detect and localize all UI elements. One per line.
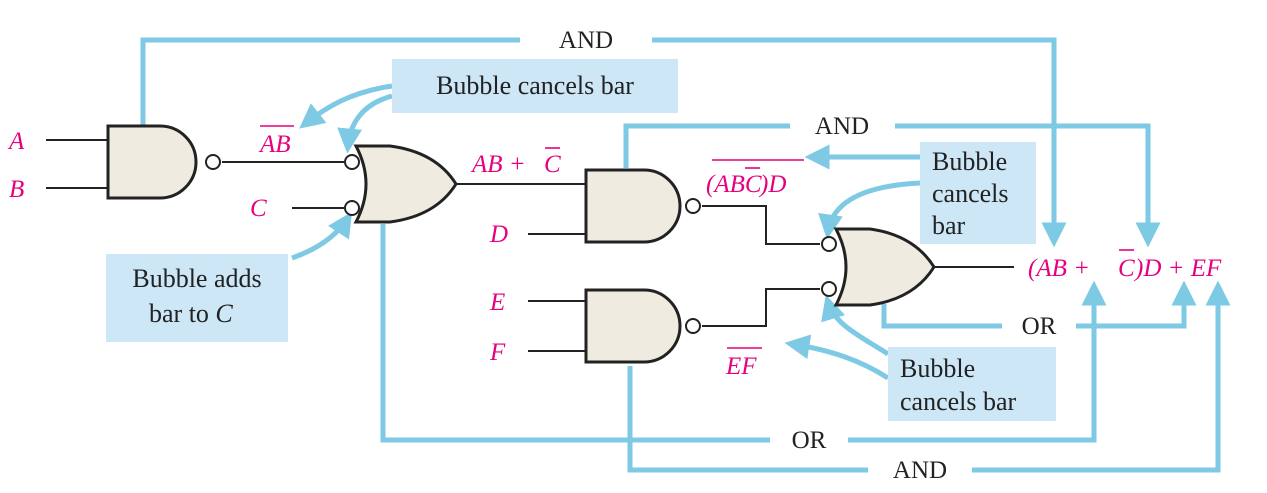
input-label-a: A bbox=[7, 128, 25, 155]
expr-abc-d: )D bbox=[758, 171, 786, 198]
expr-ef-not: EF bbox=[725, 353, 757, 380]
flow-label-bottom-or: OR bbox=[792, 427, 827, 454]
flow-top-and-right bbox=[652, 37, 1067, 248]
or-gate-1-bubble-top bbox=[344, 154, 360, 170]
or-gate-1-bubble-bottom bbox=[344, 200, 360, 216]
callout-left-line-1: Bubble adds bbox=[132, 264, 261, 293]
callout-arrows bbox=[291, 83, 921, 381]
callout-right-line-1: Bubble bbox=[932, 147, 1007, 176]
flow-right-or-right bbox=[1076, 280, 1197, 329]
callout-bottom-arrow-2 bbox=[784, 334, 890, 381]
wire-nand3-out bbox=[702, 288, 820, 327]
callout-right-line-3: bar bbox=[932, 211, 966, 240]
expr-abc-paren: (ABC bbox=[706, 171, 762, 198]
callout-left-line-2-wrap: bar to C bbox=[149, 299, 233, 328]
callout-left-line-2: bar to bbox=[149, 299, 215, 328]
or-gate-1 bbox=[353, 144, 458, 224]
signal-expressions: AB AB + C (ABC )D EF (AB + C )D + EF bbox=[258, 125, 1222, 380]
flow-labels: AND AND OR OR AND bbox=[559, 27, 1057, 484]
expr-c-bar: C bbox=[544, 151, 561, 178]
callout-top: Bubble cancels bar bbox=[392, 59, 678, 113]
flow-label-mid-and: AND bbox=[815, 113, 869, 140]
callouts: Bubble cancels bar Bubble cancels bar Bu… bbox=[106, 59, 1056, 421]
gates bbox=[106, 124, 936, 364]
callout-top-box bbox=[392, 59, 678, 113]
nand-gate-ab-bubble bbox=[205, 154, 221, 170]
flow-bottom-and-left bbox=[627, 366, 868, 473]
input-labels: A B C D E F bbox=[7, 128, 508, 366]
flow-bottom-or-left bbox=[380, 224, 770, 443]
expr-output-pre: (AB + bbox=[1028, 255, 1090, 282]
or-gate-2-bubble-bottom bbox=[821, 281, 837, 297]
flow-bottom-or-right bbox=[848, 280, 1107, 443]
callout-left: Bubble adds bar to C bbox=[106, 254, 288, 342]
flow-mid-and-left bbox=[623, 123, 790, 168]
callout-bottom-line-2: cancels bar bbox=[900, 387, 1017, 416]
nand-gate-ef-bubble bbox=[685, 318, 701, 334]
flow-bottom-and-right bbox=[972, 280, 1231, 473]
callout-right-arrow-2 bbox=[818, 180, 921, 240]
flow-right-or-left bbox=[881, 304, 1002, 329]
flow-mid-and-right bbox=[895, 123, 1161, 248]
input-label-f: F bbox=[489, 339, 506, 366]
expr-output-post: )D + EF bbox=[1133, 255, 1222, 282]
callout-bottom-line-1: Bubble bbox=[900, 354, 975, 383]
callout-top-arrow-2 bbox=[337, 93, 393, 154]
callout-top-arrow-1 bbox=[299, 83, 393, 129]
nand-gate-d bbox=[584, 168, 682, 244]
expr-ab-not: AB bbox=[258, 131, 291, 158]
callout-right-box bbox=[920, 142, 1036, 244]
flow-label-bottom-and: AND bbox=[893, 457, 947, 484]
wires bbox=[46, 139, 1014, 352]
expr-output-c: C bbox=[1118, 255, 1135, 282]
flow-label-top-and: AND bbox=[559, 27, 613, 54]
expr-ab-plus: AB + bbox=[470, 151, 526, 178]
input-label-c: C bbox=[250, 195, 267, 222]
nand-gate-ef bbox=[584, 288, 682, 364]
or-gate-2-bubble-top bbox=[821, 236, 837, 252]
nand-gate-d-bubble bbox=[685, 198, 701, 214]
callout-left-line-2-c: C bbox=[215, 299, 233, 328]
wire-nand2-out bbox=[702, 205, 820, 245]
callout-bottom-arrow-1 bbox=[821, 294, 890, 357]
callout-left-box bbox=[106, 254, 288, 342]
input-label-b: B bbox=[9, 176, 24, 203]
callout-top-line-1: Bubble cancels bar bbox=[436, 71, 634, 100]
callout-right: Bubble cancels bar bbox=[920, 142, 1036, 244]
flow-lines bbox=[140, 37, 1231, 473]
flow-label-right-or: OR bbox=[1022, 313, 1057, 340]
callout-left-arrow bbox=[291, 211, 353, 261]
callout-right-line-2: cancels bbox=[932, 179, 1009, 208]
or-gate-2 bbox=[833, 227, 936, 307]
input-label-e: E bbox=[489, 289, 505, 316]
callout-bottom-box bbox=[888, 347, 1056, 421]
nand-gate-ab bbox=[106, 124, 198, 200]
flow-top-and-left bbox=[140, 37, 520, 126]
callout-bottom: Bubble cancels bar bbox=[888, 347, 1056, 421]
input-label-d: D bbox=[489, 221, 508, 248]
